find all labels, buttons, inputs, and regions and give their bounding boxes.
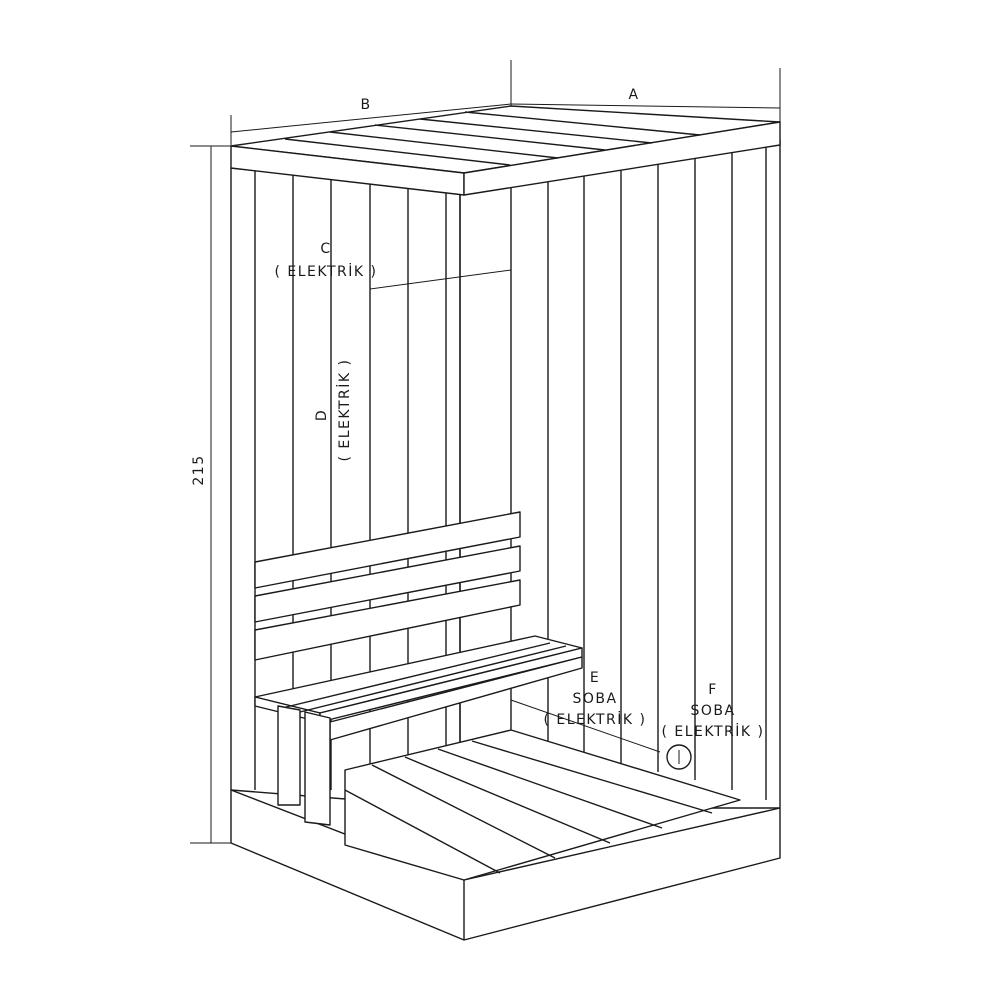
point-labels: C ( ELEKTRİK ) D ( ELEKTRİK ) E SOBA ( E… [275,241,765,740]
dimension-labels: B A 215 [191,87,639,486]
label-d-letter: D [314,409,330,421]
floor [230,729,781,941]
label-f-letter: F [708,682,718,698]
ceiling [230,105,781,196]
label-c-letter: C [320,241,331,257]
bench [254,511,583,826]
label-f-soba: SOBA [690,703,735,719]
label-e-soba: SOBA [572,691,617,707]
label-e-text: ( ELEKTRİK ) [544,710,647,728]
dimension-b-label: B [360,97,371,113]
label-e-letter: E [590,670,600,686]
label-f-text: ( ELEKTRİK ) [662,722,765,740]
heater-outlet [666,744,692,770]
dimension-height-label: 215 [191,454,207,485]
dimension-a-label: A [628,87,639,103]
label-d-text: ( ELEKTRİK ) [335,359,353,462]
dimension-lines [190,60,781,844]
label-c-text: ( ELEKTRİK ) [275,262,378,280]
heater-leader-line [510,699,661,753]
